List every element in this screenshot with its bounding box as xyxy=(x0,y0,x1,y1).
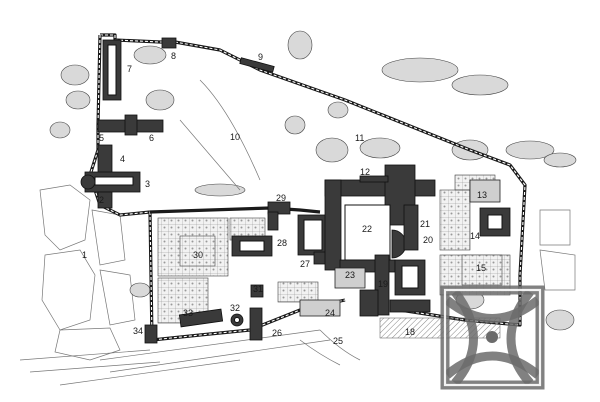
label-10: 10 xyxy=(230,132,240,142)
label-14: 14 xyxy=(470,231,480,241)
label-28: 28 xyxy=(277,238,287,248)
label-3: 3 xyxy=(145,179,150,189)
label-18: 18 xyxy=(405,327,415,337)
label-19: 19 xyxy=(378,279,388,289)
label-12: 12 xyxy=(360,167,370,177)
plan-labels: 1 2 3 4 5 6 7 8 9 10 11 12 13 14 15 18 1… xyxy=(82,51,487,346)
label-22: 22 xyxy=(362,224,372,234)
label-25: 25 xyxy=(333,336,343,346)
label-13: 13 xyxy=(477,190,487,200)
label-6: 6 xyxy=(149,133,154,143)
label-8: 8 xyxy=(171,51,176,61)
label-15: 15 xyxy=(476,263,486,273)
label-33: 33 xyxy=(183,308,193,318)
village-sketch xyxy=(19,184,331,386)
label-11: 11 xyxy=(355,133,364,143)
label-5: 5 xyxy=(99,133,104,143)
label-23: 23 xyxy=(345,270,355,280)
label-7: 7 xyxy=(127,64,132,74)
label-34: 34 xyxy=(133,326,143,336)
buildings xyxy=(80,37,576,366)
label-20: 20 xyxy=(423,235,433,245)
label-2: 2 xyxy=(99,195,104,205)
label-26: 26 xyxy=(272,328,282,338)
label-24: 24 xyxy=(325,308,335,318)
label-1: 1 xyxy=(82,250,87,260)
knot-watermark xyxy=(440,285,545,390)
label-4: 4 xyxy=(120,154,125,164)
vegetation xyxy=(49,30,577,331)
label-9: 9 xyxy=(258,52,263,62)
label-32: 32 xyxy=(230,303,240,313)
label-27: 27 xyxy=(300,259,310,269)
label-29: 29 xyxy=(276,193,286,203)
label-21: 21 xyxy=(420,219,430,229)
label-31: 31 xyxy=(253,284,263,294)
label-30: 30 xyxy=(193,250,203,260)
